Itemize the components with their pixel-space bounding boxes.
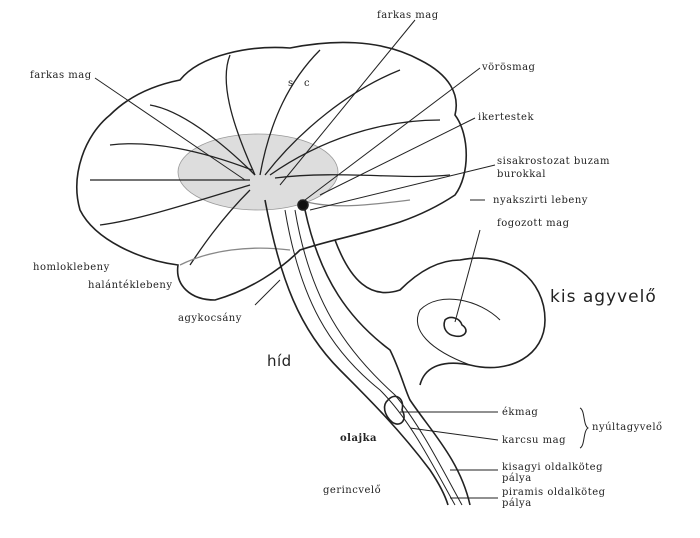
label-piramis-1: piramis oldalköteg: [502, 487, 606, 498]
red-nucleus-dot: [297, 199, 309, 211]
label-ikertestek: ikertestek: [478, 112, 535, 123]
label-sisakrostozat-2: burokkal: [497, 169, 546, 180]
label-sisakrostozat-1: sisakrostozat buzam: [497, 156, 610, 167]
leader-lines: [94, 19, 589, 499]
label-halanteklebeny: halántéklebeny: [88, 280, 173, 291]
cerebellum-outline: [334, 239, 546, 386]
cerebrum-outline: [76, 41, 468, 301]
label-c: c: [304, 78, 311, 89]
label-farkas-mag-left: farkas mag: [30, 70, 92, 81]
label-ekmag: ékmag: [502, 407, 539, 418]
label-farkas-mag-top: farkas mag: [377, 10, 439, 21]
label-kisagyi-1: kisagyi oldalköteg: [502, 462, 603, 473]
label-fogozott-mag: fogozott mag: [497, 218, 570, 229]
label-nyultagyvelo: nyúltagyvelő: [592, 422, 663, 433]
label-agykocsany: agykocsány: [178, 313, 242, 324]
label-olajka: olajka: [340, 433, 377, 444]
gyri-lines: [90, 49, 451, 266]
thalamus-shade: [177, 133, 339, 211]
label-homloklebeny: homloklebeny: [33, 262, 110, 273]
brainstem-outline: [264, 199, 449, 506]
label-piramis-2: pálya: [502, 498, 532, 509]
label-gerincvelo: gerincvelő: [323, 485, 382, 496]
label-hid: híd: [267, 352, 292, 370]
label-karcsu-mag: karcsu mag: [502, 435, 566, 446]
label-nyakszirti-lebeny: nyakszirti lebeny: [493, 195, 588, 206]
label-kis-agyvelo: kis agyvelő: [550, 287, 657, 307]
label-vorosmag: vörösmag: [482, 62, 536, 73]
label-s: s: [288, 78, 294, 89]
label-kisagyi-2: pálya: [502, 473, 532, 484]
olive: [383, 395, 405, 425]
